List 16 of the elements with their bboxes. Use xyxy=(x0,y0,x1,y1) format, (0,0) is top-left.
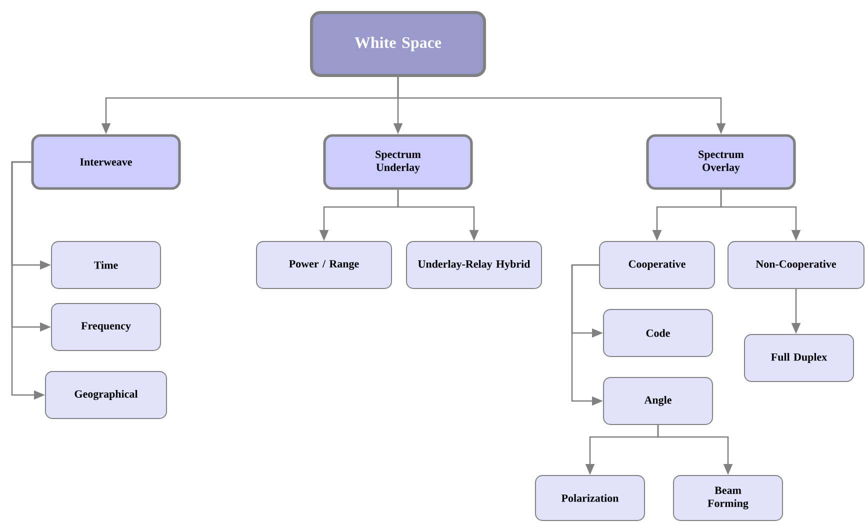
item-box: Beam Forming xyxy=(673,475,783,521)
category-box: Interweave xyxy=(31,134,181,190)
item-box: Time xyxy=(51,241,161,289)
item-box: Full Duplex xyxy=(744,334,854,382)
item-box: Polarization xyxy=(535,475,645,521)
root-box: White Space xyxy=(310,11,486,77)
item-box: Frequency xyxy=(51,303,161,351)
item-box: Cooperative xyxy=(599,241,715,289)
category-box: Spectrum Underlay xyxy=(323,134,473,190)
item-box: Code xyxy=(603,309,713,357)
item-box: Geographical xyxy=(45,371,167,419)
category-box: Spectrum Overlay xyxy=(646,134,796,190)
item-box: Non-Cooperative xyxy=(728,241,864,289)
item-box: Power / Range xyxy=(256,241,392,289)
item-box: Angle xyxy=(603,377,713,425)
item-box: Underlay-Relay Hybrid xyxy=(406,241,542,289)
